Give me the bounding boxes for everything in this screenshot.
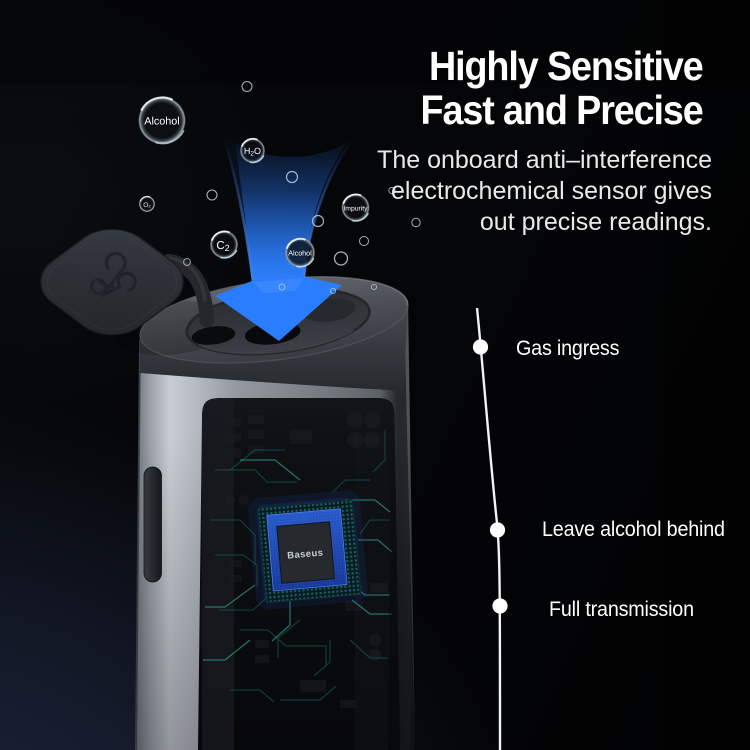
svg-text:C2: C2 bbox=[216, 240, 229, 253]
svg-text:O₂: O₂ bbox=[143, 202, 151, 209]
svg-text:Baseus: Baseus bbox=[287, 548, 324, 562]
svg-text:Alcohol: Alcohol bbox=[144, 116, 179, 128]
svg-text:Alcohol: Alcohol bbox=[288, 249, 312, 258]
svg-text:H2O: H2O bbox=[244, 146, 261, 158]
svg-text:Impurity: Impurity bbox=[343, 206, 368, 213]
